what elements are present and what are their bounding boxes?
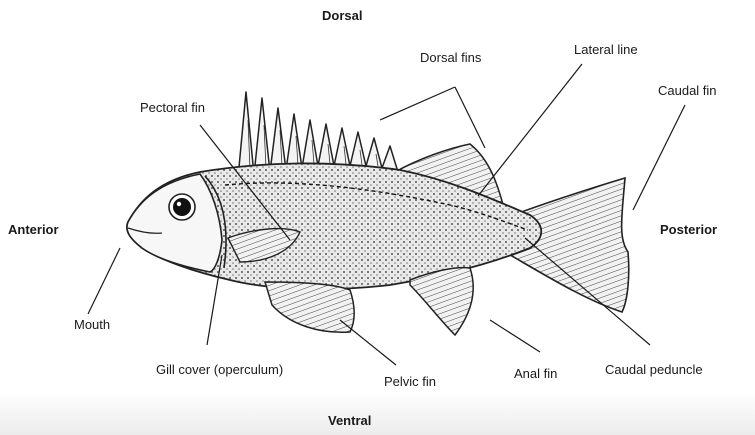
pelvic-fin-shape [265,282,354,332]
label-ventral: Ventral [328,413,371,429]
label-gill-cover: Gill cover (operculum) [156,362,283,378]
label-mouth: Mouth [74,317,110,333]
dorsal-fins-leader-a [380,87,455,120]
label-pectoral-fin: Pectoral fin [140,100,205,116]
label-caudal-peduncle: Caudal peduncle [605,362,703,378]
anal-fin-leader [490,320,540,352]
caudal-fin-leader [633,105,685,210]
mouth-leader [88,248,120,314]
label-lateral-line: Lateral line [574,42,638,58]
label-dorsal: Dorsal [322,8,362,24]
pelvic-fin-leader [340,320,396,365]
lateral-line-leader [478,64,582,196]
label-posterior: Posterior [660,222,717,238]
label-anterior: Anterior [8,222,59,238]
fish-head-shape [127,174,222,272]
label-dorsal-fins: Dorsal fins [420,50,481,66]
label-caudal-fin: Caudal fin [658,83,717,99]
dorsal-fins-leader-b [455,87,485,148]
anal-fin-shape [410,268,473,335]
label-pelvic-fin: Pelvic fin [384,374,436,390]
label-anal-fin: Anal fin [514,366,557,382]
